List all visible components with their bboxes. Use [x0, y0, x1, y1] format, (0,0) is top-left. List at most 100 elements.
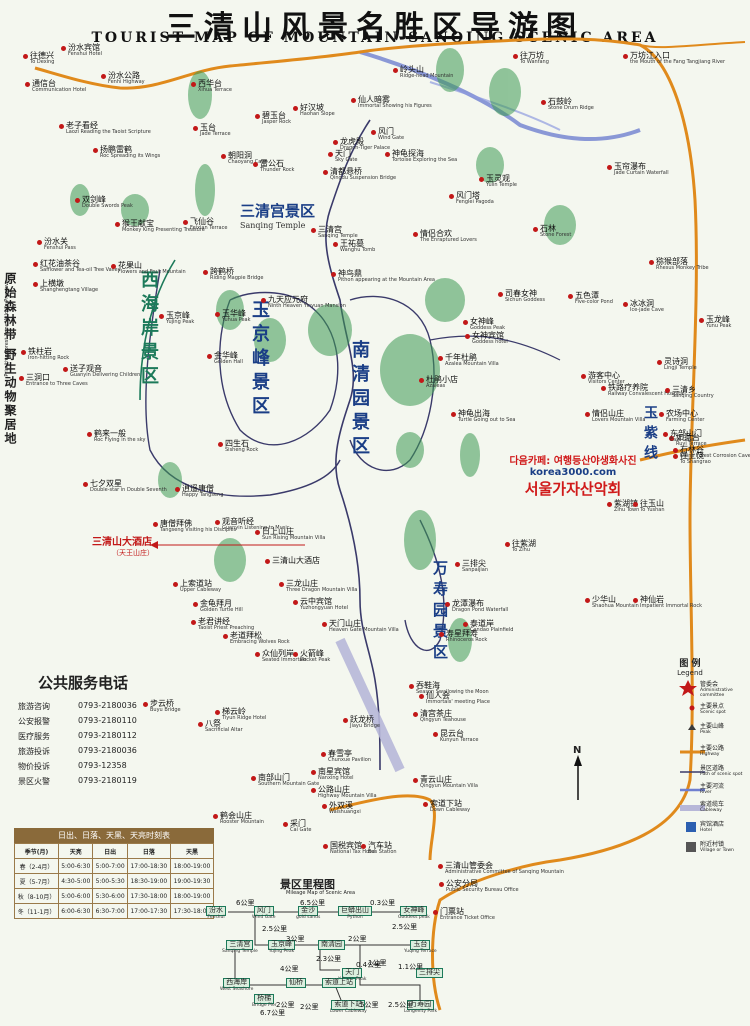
zone-sanqinggong[interactable]: 三清宫景区 Sanqing Temple [240, 202, 316, 230]
phone-number[interactable]: 0793-2180112 [78, 731, 137, 740]
zone-yujingfeng[interactable]: 玉京峰景区 [249, 300, 270, 420]
zone-wanshouyuan[interactable]: 万寿园景区 [431, 560, 449, 665]
phone-number[interactable]: 0793-2180110 [78, 716, 137, 725]
phone-number[interactable]: 0793-2180119 [78, 776, 137, 785]
place-label[interactable]: 三清山大酒店 [272, 556, 320, 565]
phone-number[interactable]: 0793-2180036 [78, 701, 137, 710]
